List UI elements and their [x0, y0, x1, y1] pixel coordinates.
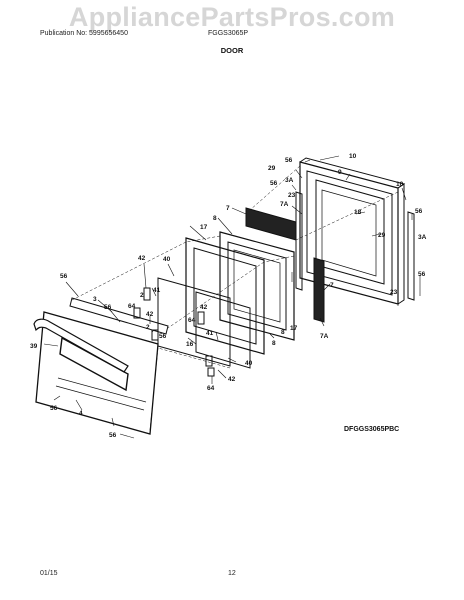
door-insulation [245, 207, 325, 323]
leader-lines [43, 155, 421, 439]
callout-7a: 7A [280, 201, 289, 208]
callout-40: 40 [245, 360, 253, 367]
callout-2: 2 [146, 324, 150, 331]
callout-23: 23 [390, 289, 398, 296]
callout-7: 7 [226, 205, 230, 212]
callout-17: 17 [290, 325, 298, 332]
callout-56: 56 [159, 333, 167, 340]
callout-40: 40 [163, 256, 171, 263]
callout-29: 29 [378, 232, 386, 239]
outer-door-panel [35, 311, 159, 435]
alignment-lines [71, 165, 399, 431]
page-number: 12 [228, 570, 236, 577]
watermark: AppliancePartsPros.com [68, 2, 396, 32]
callout-17: 17 [200, 224, 208, 231]
glass-holder [185, 237, 265, 355]
callout-16: 16 [186, 341, 194, 348]
callout-3a: 3A [418, 234, 427, 241]
hinge-channel-left [295, 191, 303, 291]
part-callouts: 10 56 9 29 3A 56 23 7A 10 56 3A 7 18 29 … [30, 153, 427, 439]
callout-23: 23 [288, 192, 296, 199]
callout-41: 41 [206, 330, 214, 337]
callout-42: 42 [228, 376, 236, 383]
callout-56: 56 [50, 405, 58, 412]
callout-64: 64 [128, 303, 136, 310]
callout-29: 29 [268, 165, 276, 172]
callout-56: 56 [270, 180, 278, 187]
callout-42: 42 [146, 311, 154, 318]
callout-64: 64 [207, 385, 215, 392]
callout-8: 8 [272, 340, 276, 347]
door-trim-strip [69, 297, 169, 335]
section-title: DOOR [220, 46, 244, 55]
hinge-hardware [133, 287, 215, 377]
model-number: FGGS3065P [208, 30, 249, 37]
door-handle [33, 318, 129, 392]
publication-number: Publication No: 5995656450 [40, 30, 128, 37]
callout-10: 10 [349, 153, 357, 160]
callout-42: 42 [138, 255, 146, 262]
footer-date: 01/15 [40, 570, 58, 577]
callout-7a: 7A [320, 333, 329, 340]
callout-4: 4 [79, 410, 83, 417]
callout-3a: 3A [285, 177, 294, 184]
callout-56: 56 [415, 208, 423, 215]
callout-56: 56 [418, 271, 426, 278]
callout-8: 8 [281, 329, 285, 336]
callout-2: 2 [140, 292, 144, 299]
callout-56: 56 [104, 304, 112, 311]
callout-8: 8 [213, 215, 217, 222]
callout-56: 56 [285, 157, 293, 164]
callout-3: 3 [93, 296, 97, 303]
callout-39: 39 [30, 343, 38, 350]
callout-9: 9 [338, 169, 342, 176]
callout-10: 10 [396, 181, 404, 188]
callout-64: 64 [188, 317, 196, 324]
callout-42: 42 [200, 304, 208, 311]
callout-56: 56 [60, 273, 68, 280]
callout-41: 41 [153, 287, 161, 294]
callout-56: 56 [109, 432, 117, 439]
callout-18: 18 [354, 209, 362, 216]
hinge-channel-right [407, 211, 415, 301]
callout-7: 7 [330, 282, 334, 289]
window-pack-frame [219, 231, 295, 341]
diagram-code: DFGGS3065PBC [344, 426, 400, 433]
